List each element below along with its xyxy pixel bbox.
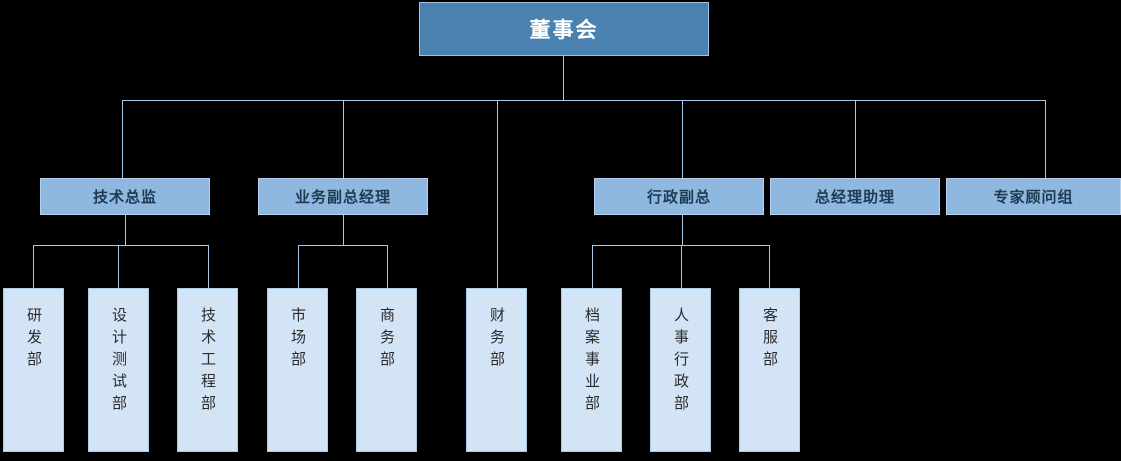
org-node-gm-assistant[interactable]: 总经理助理 [770, 178, 940, 215]
connector-tech-director-trunk [125, 215, 126, 245]
org-node-customer-service-label: 客服部 [761, 307, 778, 373]
org-node-archives-division[interactable]: 档案事业部 [561, 288, 622, 452]
org-node-gm-assistant-label: 总经理助理 [814, 189, 895, 206]
connector-drop-expert-group [1045, 100, 1046, 178]
org-node-tech-director-label: 技术总监 [92, 189, 157, 206]
connector-business-vp-bus [298, 245, 388, 246]
connector-drop-customer-service [769, 245, 770, 288]
org-node-admin-vp[interactable]: 行政副总 [594, 178, 764, 215]
connector-drop-tech-eng-dept [208, 245, 209, 288]
org-node-design-test-dept-label: 设计测试部 [110, 307, 127, 417]
connector-drop-commerce-dept [387, 245, 388, 288]
org-node-rd-dept-label: 研发部 [25, 307, 42, 373]
org-node-hr-admin-dept[interactable]: 人事行政部 [650, 288, 711, 452]
org-node-hr-admin-dept-label: 人事行政部 [672, 307, 689, 417]
org-node-finance-dept-label: 财务部 [488, 307, 505, 373]
org-node-rd-dept[interactable]: 研发部 [3, 288, 64, 452]
org-node-design-test-dept[interactable]: 设计测试部 [88, 288, 149, 452]
org-node-business-vp[interactable]: 业务副总经理 [258, 178, 428, 215]
org-node-business-vp-label: 业务副总经理 [294, 189, 391, 206]
org-node-commerce-dept-label: 商务部 [378, 307, 395, 373]
org-node-admin-vp-label: 行政副总 [646, 189, 711, 206]
org-node-finance-dept[interactable]: 财务部 [466, 288, 527, 452]
org-node-customer-service[interactable]: 客服部 [739, 288, 800, 452]
org-node-marketing-dept-label: 市场部 [289, 307, 306, 373]
connector-drop-finance-dept [497, 100, 498, 288]
connector-root-trunk [563, 56, 564, 100]
connector-drop-rd-dept [33, 245, 34, 288]
org-node-root[interactable]: 董事会 [419, 2, 709, 56]
connector-drop-admin-vp [682, 100, 683, 178]
connector-drop-archives-division [592, 245, 593, 288]
connector-drop-tech-director [122, 100, 123, 178]
connector-drop-hr-admin-dept [681, 245, 682, 288]
connector-drop-marketing-dept [298, 245, 299, 288]
connector-tech-director-bus [33, 245, 209, 246]
org-node-tech-director[interactable]: 技术总监 [40, 178, 210, 215]
connector-drop-business-vp [343, 100, 344, 178]
org-node-commerce-dept[interactable]: 商务部 [356, 288, 417, 452]
connector-drop-design-test-dept [118, 245, 119, 288]
org-node-expert-group[interactable]: 专家顾问组 [946, 178, 1121, 215]
org-node-tech-eng-dept-label: 技术工程部 [199, 307, 216, 417]
org-node-tech-eng-dept[interactable]: 技术工程部 [177, 288, 238, 452]
connector-drop-gm-assistant [855, 100, 856, 178]
connector-business-vp-trunk [343, 215, 344, 245]
org-node-archives-division-label: 档案事业部 [583, 307, 600, 417]
org-node-root-label: 董事会 [529, 19, 599, 42]
org-node-marketing-dept[interactable]: 市场部 [267, 288, 328, 452]
connector-admin-vp-trunk [682, 215, 683, 245]
org-node-expert-group-label: 专家顾问组 [993, 189, 1074, 206]
connector-level2-bus [122, 100, 1046, 101]
